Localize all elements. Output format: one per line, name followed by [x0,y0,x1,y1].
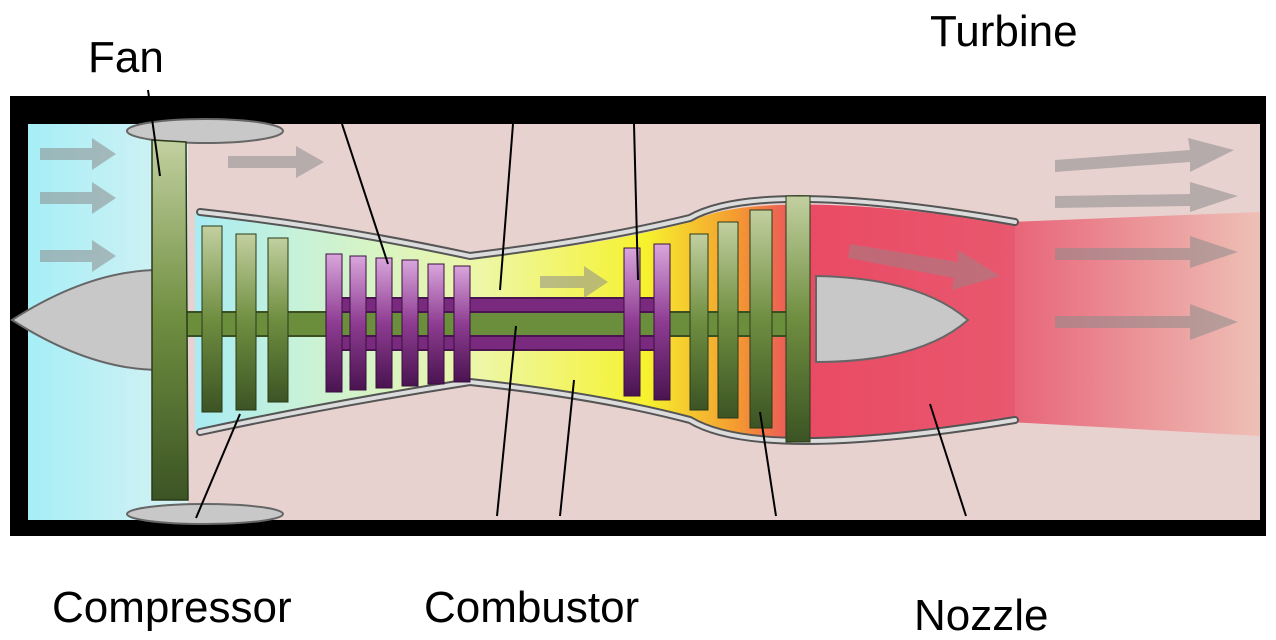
nacelle-lip-top [126,118,284,144]
core-casing-lower-fill [198,379,1017,443]
low-pressure-turbine-blades [689,195,811,443]
fan-label: Fan [88,33,164,82]
leader-lines [147,89,967,519]
low-pressure-compressor-blades [201,225,289,413]
tail-cone [815,274,970,364]
nozzle-label: Nozzle [914,591,1049,640]
fan-blades [151,139,189,501]
high-pressure-turbine-blades [623,243,671,401]
combustor-label: Combustor [424,583,640,632]
nacelle-lip-bottom [126,503,284,525]
compressor-label: Compressor [52,583,292,632]
high-pressure-compressor-blades [325,253,471,393]
turbine-label: Turbine [930,7,1078,56]
flow-arrows [40,138,1238,340]
core-casing-upper-fill [198,196,1017,259]
